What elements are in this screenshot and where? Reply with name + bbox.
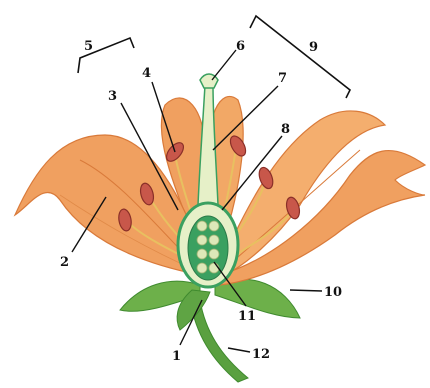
label-5: 5 [84,39,93,54]
leader-10 [290,290,322,291]
label-7: 7 [278,71,287,86]
bracket-9 [250,16,350,98]
label-8: 8 [281,122,290,137]
label-3: 3 [108,89,117,104]
leader-6 [212,50,236,80]
sepal-right [215,279,300,318]
label-1: 1 [172,349,181,364]
label-9: 9 [309,40,318,55]
label-10: 10 [324,285,342,300]
label-6: 6 [236,39,245,54]
label-12: 12 [252,347,270,362]
ovary-inner [188,216,228,280]
label-2: 2 [60,255,69,270]
label-11: 11 [238,309,256,324]
leader-12 [228,348,250,352]
style [198,85,218,205]
label-4: 4 [142,66,151,81]
